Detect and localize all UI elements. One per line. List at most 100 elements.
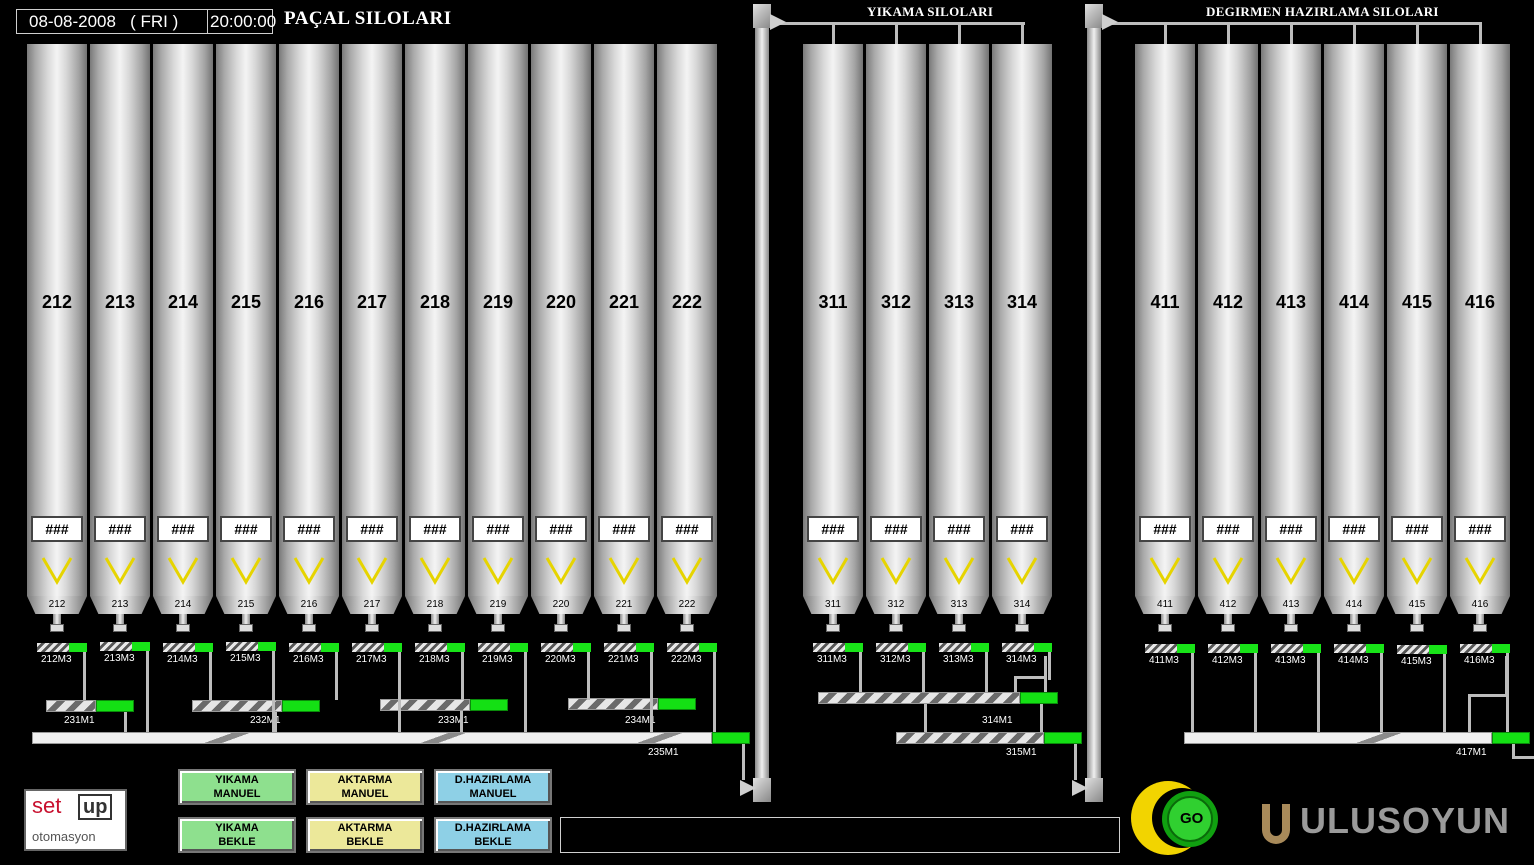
- silo-level-value: ###: [1265, 516, 1317, 542]
- silo-number: 414: [1338, 292, 1370, 312]
- silo-212[interactable]: 212###: [27, 44, 87, 596]
- valve-chevron-icon: [943, 557, 975, 585]
- silo-414[interactable]: 414###: [1324, 44, 1384, 596]
- feeder-311m3[interactable]: [813, 643, 863, 652]
- conveyor-233m1[interactable]: [380, 699, 508, 711]
- slide-gate[interactable]: [1015, 624, 1029, 632]
- conveyor-232m1[interactable]: [192, 700, 320, 712]
- feeder-221m3[interactable]: [604, 643, 654, 652]
- slide-gate[interactable]: [1284, 624, 1298, 632]
- cone-label: 220: [552, 599, 570, 610]
- go-button[interactable]: GO: [1130, 778, 1218, 858]
- conveyor-315m1[interactable]: [896, 732, 1082, 744]
- slide-gate[interactable]: [889, 624, 903, 632]
- feeder-label: 215M3: [230, 653, 261, 664]
- slide-gate[interactable]: [1158, 624, 1172, 632]
- feeder-313m3[interactable]: [939, 643, 989, 652]
- feeder-216m3[interactable]: [289, 643, 339, 652]
- slide-gate[interactable]: [680, 624, 694, 632]
- conveyor-231m1[interactable]: [46, 700, 134, 712]
- silo-216[interactable]: 216###: [279, 44, 339, 596]
- silo-221[interactable]: 221###: [594, 44, 654, 596]
- silo-412[interactable]: 412###: [1198, 44, 1258, 596]
- silo-312[interactable]: 312###: [866, 44, 926, 596]
- feeder-411m3[interactable]: [1145, 644, 1195, 653]
- feeder-415m3[interactable]: [1397, 645, 1447, 654]
- feeder-213m3[interactable]: [100, 642, 150, 651]
- feeder-414m3[interactable]: [1334, 644, 1384, 653]
- slide-gate[interactable]: [1221, 624, 1235, 632]
- silo-213[interactable]: 213###: [90, 44, 150, 596]
- silo-314[interactable]: 314###: [992, 44, 1052, 596]
- silo-level-value: ###: [31, 516, 83, 542]
- feeder-212m3[interactable]: [37, 643, 87, 652]
- slide-gate[interactable]: [113, 624, 127, 632]
- conveyor-314m1[interactable]: [818, 692, 1058, 704]
- slide-gate[interactable]: [491, 624, 505, 632]
- silo-222[interactable]: 222###: [657, 44, 717, 596]
- feeder-416m3[interactable]: [1460, 644, 1510, 653]
- silo-413[interactable]: 413###: [1261, 44, 1321, 596]
- slide-gate[interactable]: [826, 624, 840, 632]
- slide-gate[interactable]: [428, 624, 442, 632]
- silo-number: 219: [482, 292, 514, 312]
- feeder-314m3[interactable]: [1002, 643, 1052, 652]
- silo-219[interactable]: 219 ###: [468, 44, 528, 596]
- drop-pipe: [1191, 653, 1194, 732]
- silo-217[interactable]: 217###: [342, 44, 402, 596]
- drop-pipe: [1317, 653, 1320, 732]
- connection-pipe: [1512, 756, 1534, 759]
- feeder-312m3[interactable]: [876, 643, 926, 652]
- feeder-215m3[interactable]: [226, 642, 276, 651]
- silo-cone: 214: [153, 596, 213, 614]
- silo-214[interactable]: 214###: [153, 44, 213, 596]
- valve-chevron-icon: [230, 557, 262, 585]
- silo-level-value: ###: [870, 516, 922, 542]
- silo-level-value: ###: [1139, 516, 1191, 542]
- conveyor-417m1[interactable]: [1184, 732, 1530, 744]
- silo-220[interactable]: 220###: [531, 44, 591, 596]
- feeder-222m3[interactable]: [667, 643, 717, 652]
- silo-cone: 311: [803, 596, 863, 614]
- slide-gate[interactable]: [1473, 624, 1487, 632]
- slide-gate[interactable]: [952, 624, 966, 632]
- silo-411[interactable]: 411###: [1135, 44, 1195, 596]
- silo-outlet: [305, 614, 313, 624]
- slide-gate[interactable]: [1410, 624, 1424, 632]
- slide-gate[interactable]: [239, 624, 253, 632]
- silo-313[interactable]: 313###: [929, 44, 989, 596]
- feeder-217m3[interactable]: [352, 643, 402, 652]
- feeder-413m3[interactable]: [1271, 644, 1321, 653]
- feeder-219m3[interactable]: [478, 643, 528, 652]
- silo-311[interactable]: 311###: [803, 44, 863, 596]
- conveyor-235m1[interactable]: [32, 732, 750, 744]
- conveyor-234m1[interactable]: [568, 698, 696, 710]
- drop-pipe: [985, 652, 988, 692]
- silo-218[interactable]: 218###: [405, 44, 465, 596]
- feeder-214m3[interactable]: [163, 643, 213, 652]
- feeder-412m3[interactable]: [1208, 644, 1258, 653]
- silo-outlet: [494, 614, 502, 624]
- slide-gate[interactable]: [365, 624, 379, 632]
- slide-gate[interactable]: [554, 624, 568, 632]
- message-bar: [560, 817, 1120, 853]
- conveyor-label: 232M1: [250, 715, 281, 726]
- slide-gate[interactable]: [617, 624, 631, 632]
- silo-416[interactable]: 416###: [1450, 44, 1510, 596]
- silo-level-value: ###: [472, 516, 524, 542]
- slide-gate[interactable]: [50, 624, 64, 632]
- slide-gate[interactable]: [176, 624, 190, 632]
- silo-215[interactable]: 215###: [216, 44, 276, 596]
- slide-gate[interactable]: [1347, 624, 1361, 632]
- slide-gate[interactable]: [302, 624, 316, 632]
- feeder-220m3[interactable]: [541, 643, 591, 652]
- connection-pipe: [1014, 676, 1017, 692]
- silo-415[interactable]: 415###: [1387, 44, 1447, 596]
- feeder-218m3[interactable]: [415, 643, 465, 652]
